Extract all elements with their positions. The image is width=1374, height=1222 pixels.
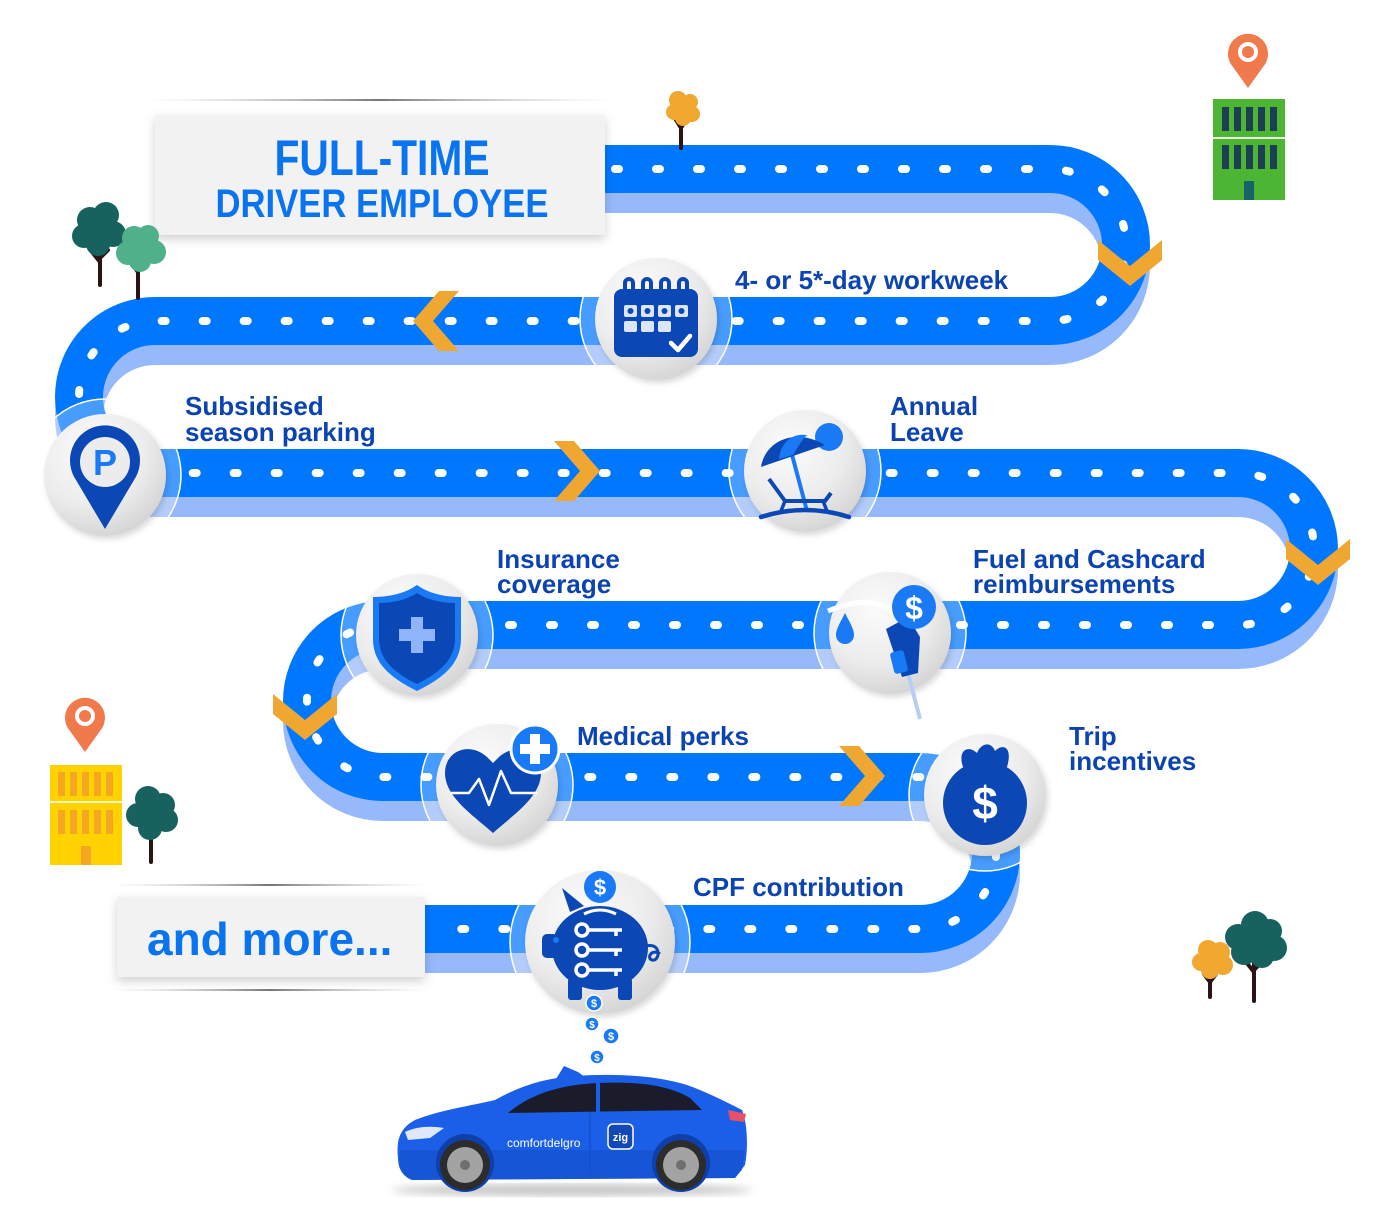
fuel-nozzle-icon: $ — [827, 585, 936, 720]
car-windows — [508, 1082, 702, 1113]
title-card: FULL-TIME DRIVER EMPLOYEE — [145, 99, 615, 235]
benefit-fuel-badge: $ — [813, 556, 967, 720]
check-icon — [668, 333, 693, 353]
car-brand-label: comfortdelgro — [507, 1136, 581, 1150]
dollar-coin-icon — [584, 871, 616, 903]
svg-text:$: $ — [608, 1031, 614, 1043]
and-more-box — [117, 897, 425, 977]
divider-line-top — [110, 884, 430, 886]
benefit-trip-badge: $ — [908, 718, 1062, 872]
coin-icon: $ — [584, 1016, 600, 1032]
destination-building-green — [1213, 33, 1285, 200]
car-shadow — [392, 1184, 752, 1196]
and-more-label: and more... — [147, 913, 392, 965]
beach-umbrella-icon — [758, 423, 852, 520]
chevron-down-icon — [273, 694, 337, 740]
tree-icon — [72, 202, 126, 287]
benefit-label-insurance-line1: Insurance — [497, 544, 620, 574]
origin-building-yellow — [50, 697, 122, 865]
shield-cross-icon — [373, 585, 461, 691]
parking-glyph: P — [93, 442, 117, 483]
tree-icon — [126, 786, 178, 864]
parking-pin-icon: P — [70, 425, 140, 529]
benefit-label-annual-leave-line1: Annual — [890, 391, 978, 421]
fuel-drop-icon — [836, 613, 854, 644]
benefit-medical-badge — [420, 708, 574, 862]
chevron-down-icon — [1098, 240, 1162, 286]
headlight — [405, 1126, 444, 1140]
benefit-labels: 4- or 5*-day workweek Subsidised season … — [185, 265, 1206, 902]
benefit-label-workweek: 4- or 5*-day workweek — [735, 265, 1009, 295]
route-arrows — [273, 240, 1350, 806]
dollar-coin-icon — [892, 585, 936, 629]
benefit-label-trip-line1: Trip — [1069, 721, 1117, 751]
car-wheel-rear — [652, 1134, 710, 1192]
taillight — [728, 1110, 746, 1122]
coin-icon: $ — [602, 1027, 620, 1045]
benefit-label-parking-line2: season parking — [185, 417, 376, 447]
page-title-line1: FULL-TIME — [275, 130, 490, 186]
zig-badge — [607, 1123, 634, 1150]
tree-icon — [116, 225, 166, 300]
coin-icon: $ — [589, 1049, 605, 1065]
heart-pulse-icon — [445, 723, 561, 833]
page-title-line2: DRIVER EMPLOYEE — [216, 182, 549, 226]
title-divider-line — [145, 99, 615, 101]
benefit-cpf-badge: $ — [509, 855, 691, 1029]
svg-text:$: $ — [589, 1020, 595, 1031]
car-wheel-front — [436, 1134, 494, 1192]
title-box — [155, 115, 605, 235]
divider-line-bottom — [110, 989, 430, 991]
benefit-label-fuel-line1: Fuel and Cashcard — [973, 544, 1206, 574]
coin-icon: $ — [585, 994, 603, 1012]
benefit-workweek-badge — [579, 242, 733, 396]
benefit-parking-badge: P — [28, 398, 182, 552]
benefit-label-parking-line1: Subsidised — [185, 391, 324, 421]
benefit-insurance-badge — [340, 558, 494, 712]
chevron-right-icon — [839, 746, 885, 806]
benefit-label-trip-line2: incentives — [1069, 746, 1196, 776]
svg-text:$: $ — [594, 1053, 600, 1064]
svg-text:$: $ — [591, 998, 597, 1010]
benefit-label-fuel-line2: reimbursements — [973, 569, 1175, 599]
dollar-glyph: $ — [594, 875, 606, 900]
money-bag-icon: $ — [943, 744, 1027, 845]
benefit-label-annual-leave-line2: Leave — [890, 417, 964, 447]
taxi-car-illustration: comfortdelgro zig — [392, 1066, 752, 1196]
tree-icon — [1225, 911, 1287, 1003]
tree-icon — [1192, 940, 1233, 999]
chevron-left-icon — [413, 291, 459, 351]
benefit-label-insurance-line2: coverage — [497, 569, 611, 599]
falling-coins: $ $ $ $ — [584, 994, 620, 1065]
icon-disc — [744, 410, 866, 532]
and-more-card: and more... — [110, 884, 430, 991]
benefit-label-cpf: CPF contribution — [693, 872, 904, 902]
dollar-glyph: $ — [905, 590, 923, 626]
chevron-down-icon — [1286, 539, 1350, 585]
zig-badge-label: zig — [613, 1132, 628, 1144]
benefit-annual-leave-badge — [728, 394, 882, 548]
dollar-glyph: $ — [972, 777, 998, 829]
benefit-label-medical: Medical perks — [577, 721, 749, 751]
chevron-right-icon — [554, 441, 600, 501]
piggy-bank-icon: $ — [542, 871, 661, 1000]
calendar-icon — [614, 277, 698, 357]
tree-icon — [666, 91, 700, 150]
